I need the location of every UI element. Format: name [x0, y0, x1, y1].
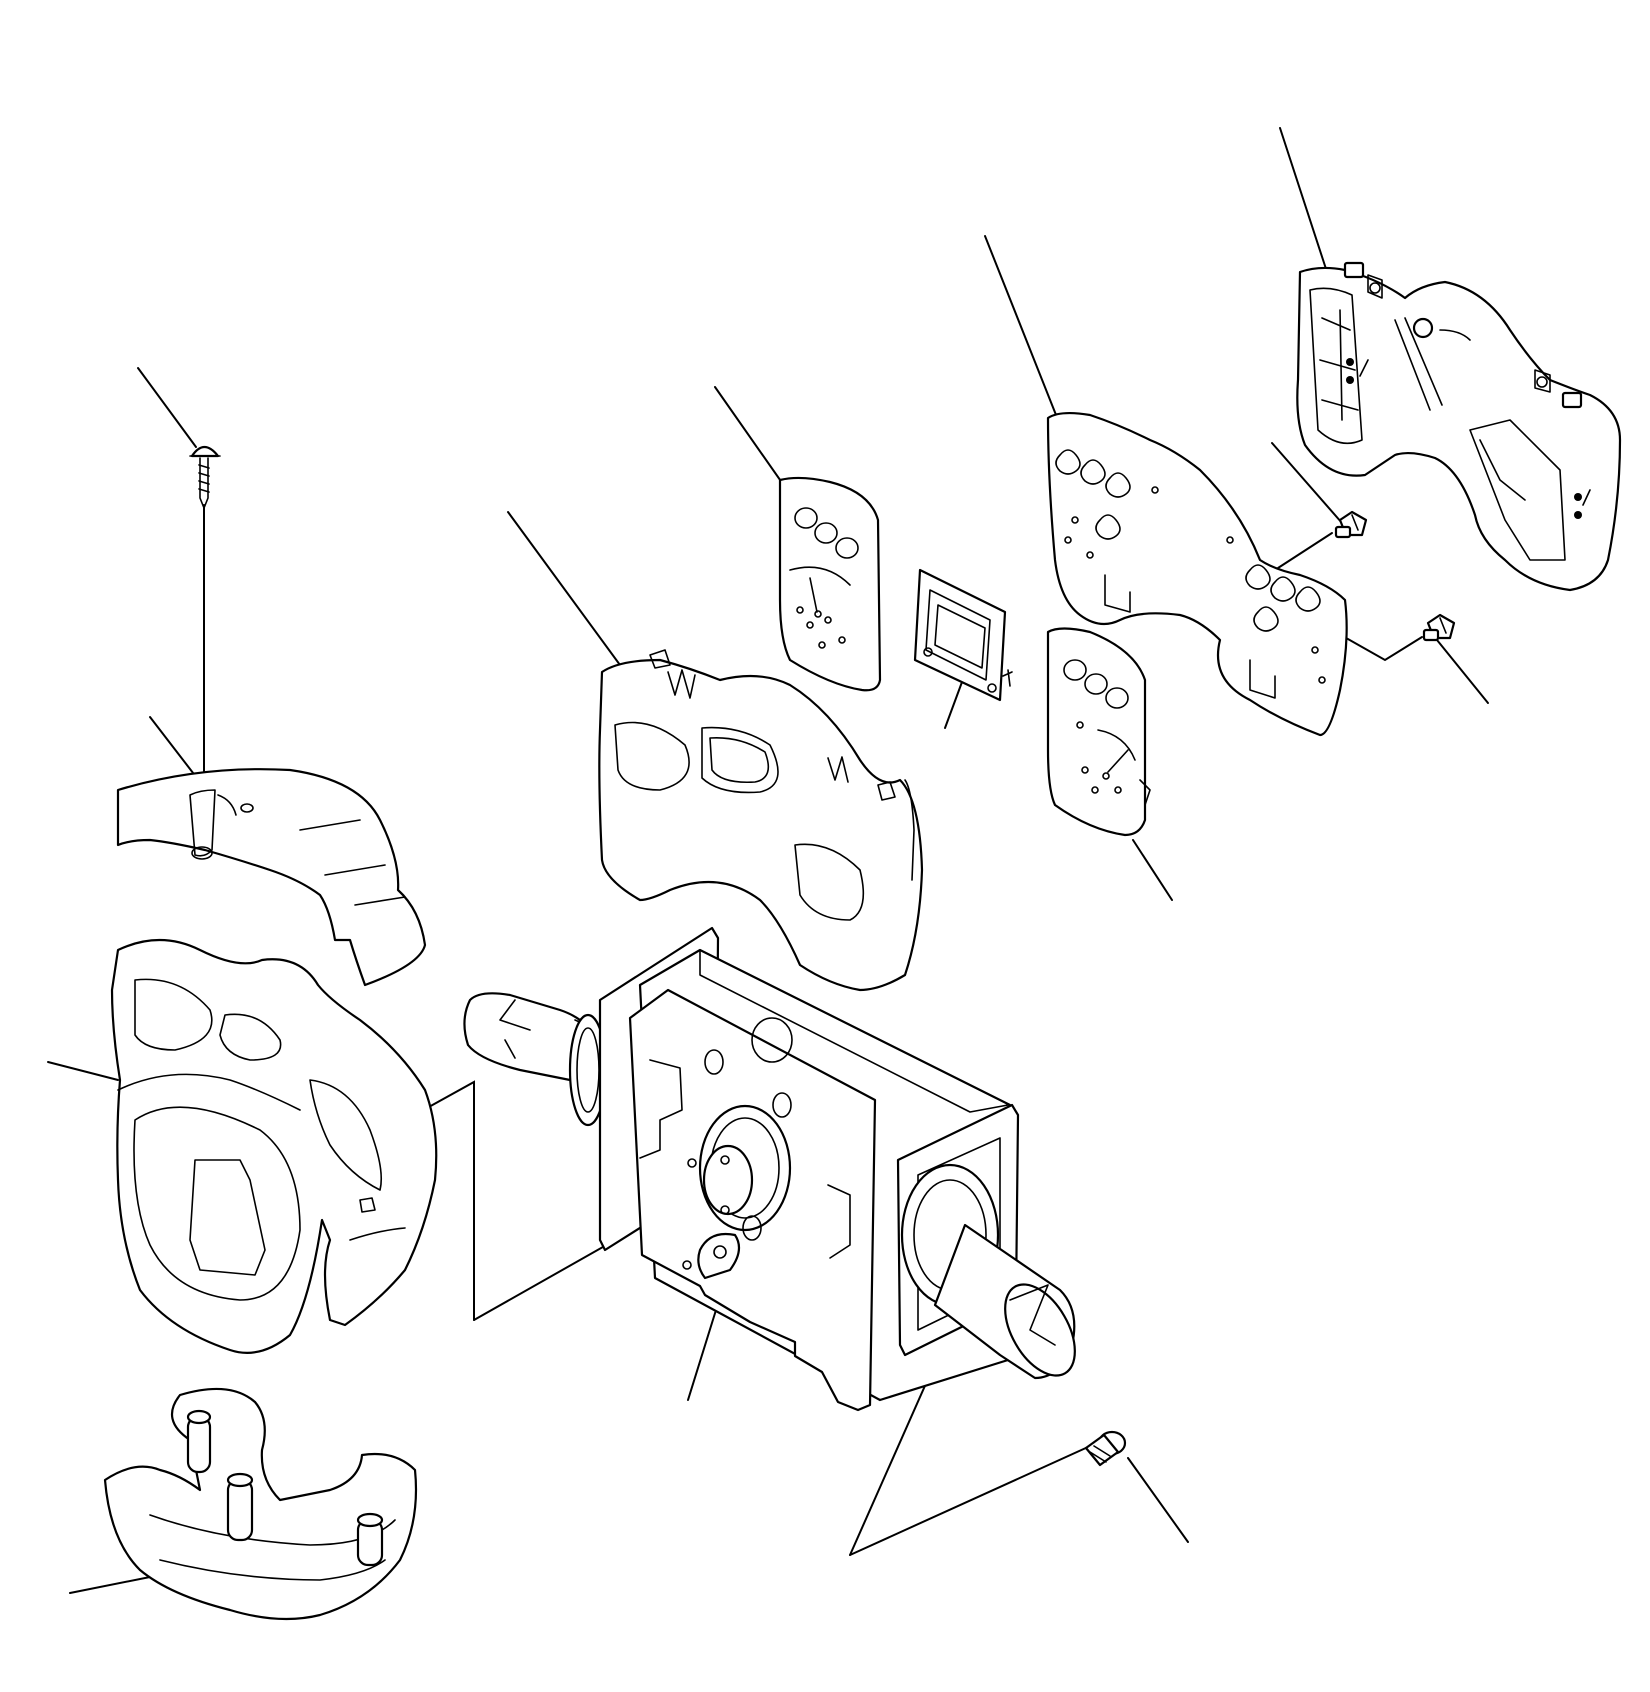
- board-pads-upper: [1055, 449, 1131, 540]
- leader-pin: [1127, 1457, 1189, 1543]
- leader-frame: [47, 1061, 119, 1081]
- gauge-plate-left: [778, 476, 882, 692]
- leader-bulb-b-link: [1331, 629, 1423, 662]
- bulb-socket-b: [1422, 613, 1456, 642]
- tapping-screw: [189, 445, 221, 509]
- leader-lines: [47, 127, 1489, 1594]
- right-switch-lever: [900, 1163, 1076, 1380]
- gauge-plate-right: [1046, 627, 1151, 837]
- leader-switch-assy: [687, 1309, 717, 1401]
- leader-display: [944, 681, 963, 729]
- upper-steering-cover: [116, 768, 427, 987]
- leader-lever-pair-b: [849, 1446, 1089, 1556]
- meter-rear-housing: [1296, 261, 1622, 592]
- leader-screw: [137, 367, 197, 448]
- left-switch-lever: [463, 992, 608, 1127]
- lower-steering-cover: [103, 1387, 418, 1621]
- leader-bulb-a-link: [1277, 532, 1333, 569]
- leader-gauge-right: [1132, 839, 1173, 901]
- leader-upper-cover: [149, 716, 201, 783]
- meter-front-bezel: [598, 649, 924, 992]
- leader-gauge-left: [714, 386, 786, 488]
- combination-switch-assembly: [463, 926, 1076, 1412]
- bulb-socket-a: [1334, 510, 1368, 539]
- leader-rear-housing: [1279, 127, 1328, 273]
- circuit-board: [1046, 411, 1348, 737]
- leader-bezel: [507, 511, 621, 666]
- leader-bulb-b: [1436, 639, 1489, 704]
- lcd-display-module: [913, 568, 1013, 702]
- board-pads-lower: [1245, 564, 1321, 632]
- column-shroud-frame: [110, 938, 438, 1354]
- mounting-pin: [1084, 1430, 1127, 1467]
- leader-circuit-board: [984, 235, 1061, 426]
- leader-bulb-a: [1271, 442, 1343, 524]
